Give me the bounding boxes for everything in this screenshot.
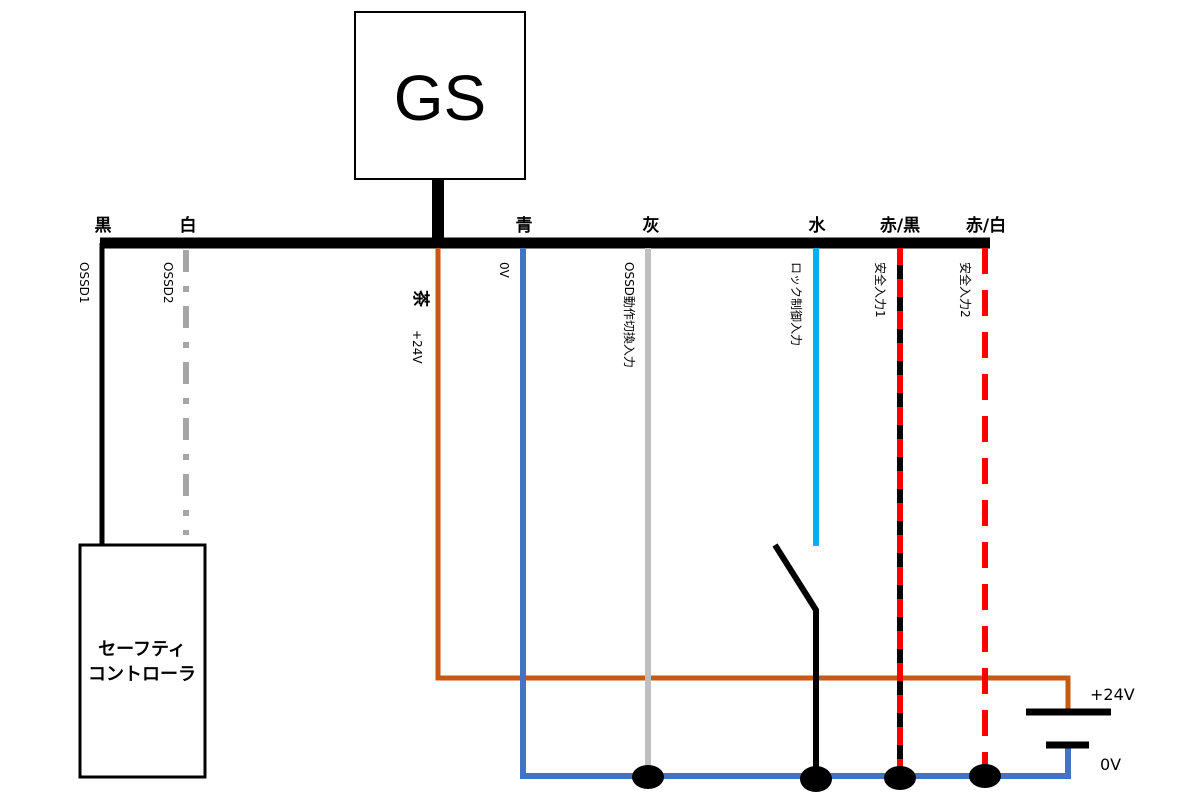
signal-label-ossd2: OSSD2 bbox=[161, 262, 175, 304]
signal-label-0v: 0V bbox=[497, 262, 511, 279]
gs-device-label: GS bbox=[394, 62, 486, 134]
junction-dot bbox=[884, 766, 916, 790]
signal-label-lock-control: ロック制御入力 bbox=[789, 262, 804, 346]
controller-label-line2: コントローラ bbox=[88, 664, 196, 685]
controller-label-line1: セーフティ bbox=[98, 639, 186, 660]
color-label-white: 白 bbox=[180, 215, 197, 236]
signal-label-safety-input1: 安全入力1 bbox=[873, 262, 888, 318]
junction-dot bbox=[800, 766, 832, 792]
color-label-brown: 茶 bbox=[410, 290, 431, 308]
junction-dot bbox=[969, 764, 1001, 788]
gs-device-box bbox=[354, 11, 526, 180]
color-label-black: 黒 bbox=[95, 216, 112, 236]
color-label-lightblue: 水 bbox=[809, 215, 827, 236]
junction-dot bbox=[632, 765, 664, 789]
color-label-red-white: 赤/白 bbox=[966, 215, 1006, 236]
signal-label-safety-input2: 安全入力2 bbox=[958, 262, 973, 318]
signal-label-ossd1: OSSD1 bbox=[77, 262, 91, 304]
signal-label-ossd-switch: OSSD動作切換入力 bbox=[622, 262, 636, 368]
color-label-gray: 灰 bbox=[643, 215, 660, 236]
signal-label-24v: +24V bbox=[410, 330, 424, 364]
wire-blue bbox=[520, 248, 1071, 779]
psu-plus-label: +24V bbox=[1090, 685, 1135, 704]
lock-switch bbox=[772, 543, 819, 776]
psu-minus-label: 0V bbox=[1100, 755, 1121, 774]
wire-brown bbox=[435, 248, 1071, 712]
color-label-red-black: 赤/黒 bbox=[880, 215, 920, 236]
color-label-blue: 青 bbox=[516, 215, 533, 236]
safety-controller-box bbox=[78, 543, 207, 779]
